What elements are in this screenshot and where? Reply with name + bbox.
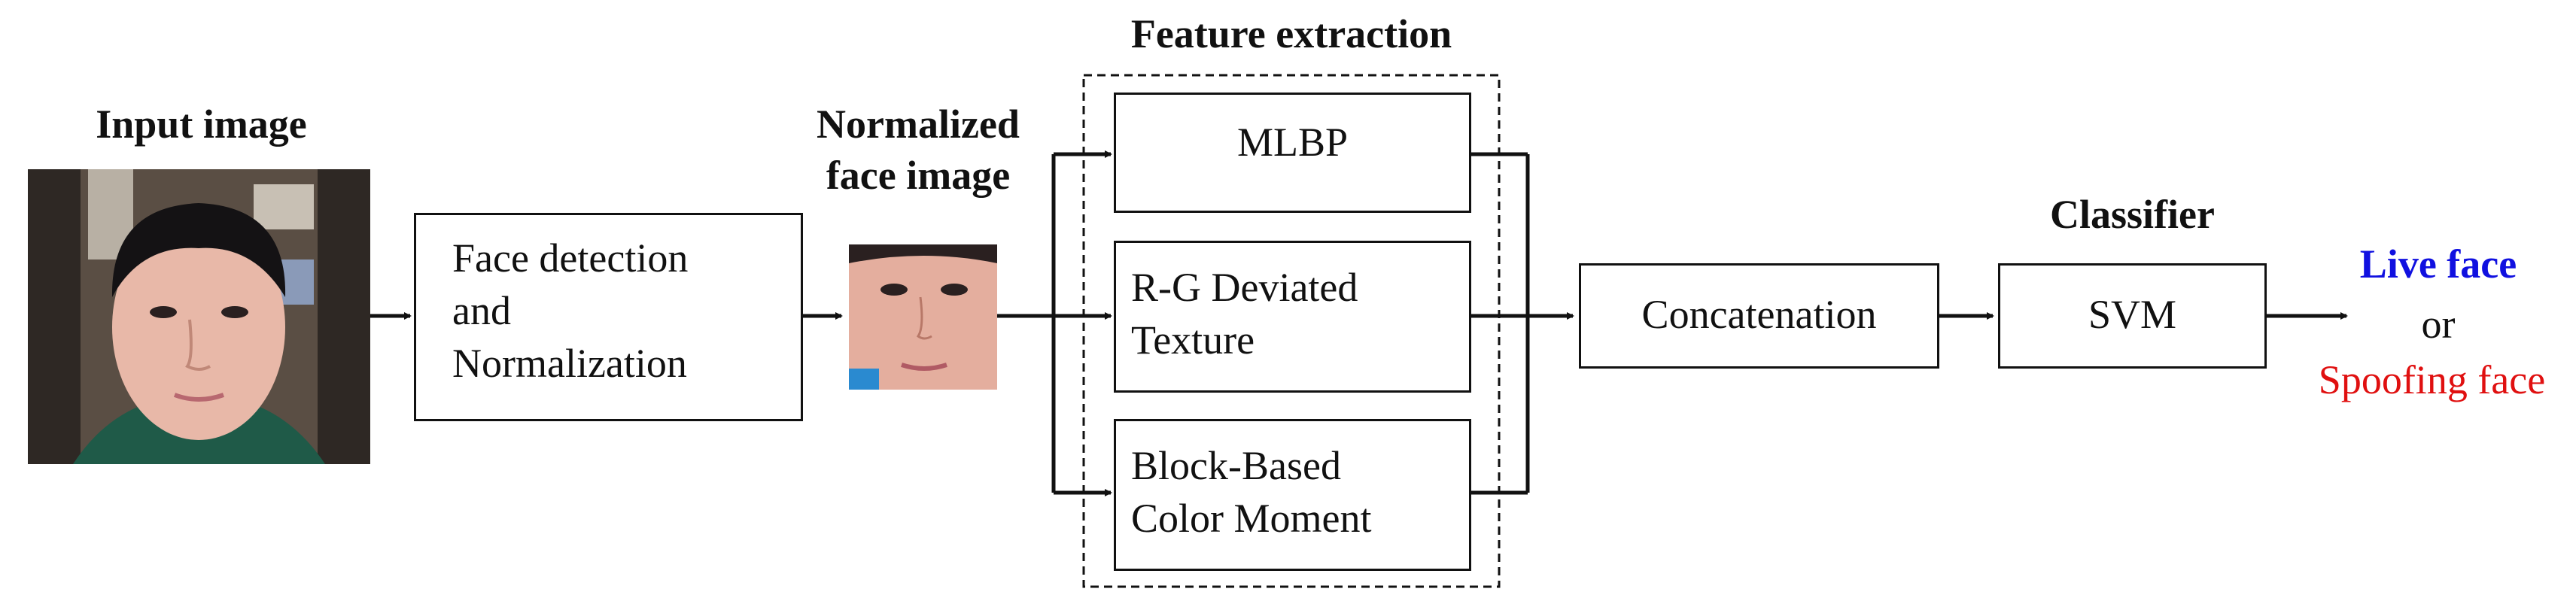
mlbp-label: MLBP [1236, 120, 1349, 165]
concatenation-label: Concatenation [1641, 292, 1877, 337]
normalized-face-title: Normalized face image [768, 99, 1069, 201]
input-face-photo [28, 169, 370, 464]
input-image-title: Input image [96, 102, 307, 147]
face-detection-label-line2: and [452, 288, 511, 334]
block-label-line1: Block-Based [1131, 443, 1341, 488]
svm-box: SVM [1998, 263, 2267, 369]
normalized-face-photo [849, 244, 997, 390]
block-label-line2: Color Moment [1131, 496, 1372, 542]
classifier-title: Classifier [2050, 192, 2215, 237]
output-live-face: Live face [2359, 241, 2517, 287]
face-detection-box: Face detection and Normalization [414, 213, 803, 421]
face-detection-label-line3: Normalization [452, 341, 687, 387]
normalized-face-title-line1: Normalized [817, 102, 1020, 147]
output-or: or [2421, 302, 2456, 347]
normalized-face-title-line2: face image [826, 152, 1011, 198]
output-spoofing-face: Spoofing face [2318, 357, 2546, 402]
rg-deviated-texture-box: R-G Deviated Texture [1114, 241, 1471, 393]
mlbp-box: MLBP [1114, 93, 1471, 213]
face-detection-label-line1: Face detection [452, 235, 689, 281]
concatenation-box: Concatenation [1579, 263, 1939, 369]
feature-extraction-group [1082, 74, 1501, 588]
rg-label-line1: R-G Deviated [1131, 265, 1358, 310]
feature-extraction-title: Feature extraction [1130, 11, 1452, 56]
svm-label: SVM [2088, 292, 2177, 337]
rg-label-line2: Texture [1131, 317, 1255, 363]
block-based-color-moment-box: Block-Based Color Moment [1114, 419, 1471, 571]
